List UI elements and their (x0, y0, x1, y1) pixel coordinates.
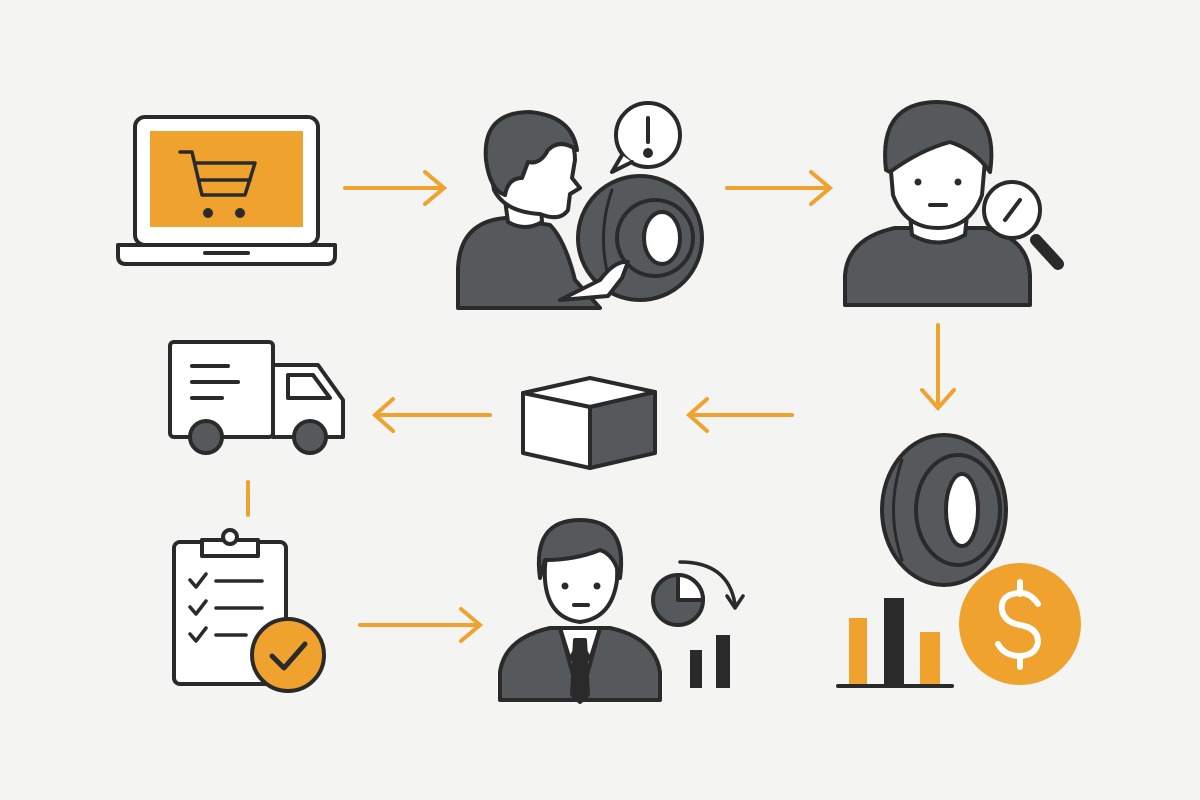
tire-cost-chart-icon (836, 433, 1081, 688)
arrow-right-3 (358, 607, 484, 643)
person-tire-alert-icon (456, 101, 704, 310)
box-icon (521, 376, 657, 470)
clipboard-check-icon (172, 528, 326, 693)
laptop-shopping-cart-icon (116, 115, 337, 266)
delivery-truck-icon (168, 340, 345, 455)
arrow-left-1 (685, 397, 794, 433)
businessman-analytics-icon (498, 518, 745, 704)
arrow-right-1 (343, 170, 448, 206)
person-magnifier-icon (843, 100, 1064, 307)
arrow-right-2 (725, 170, 834, 206)
arrow-left-2 (371, 397, 492, 433)
arrow-down (920, 323, 956, 412)
